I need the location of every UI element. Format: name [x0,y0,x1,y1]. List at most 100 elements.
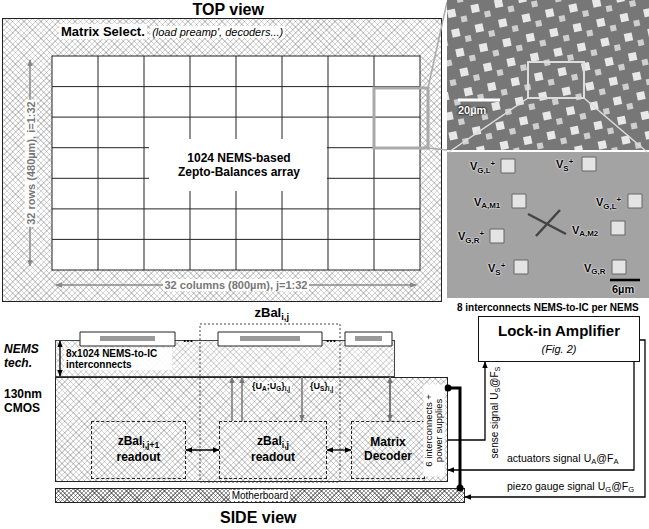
connector [448,362,485,440]
label-text: @F [489,371,500,387]
label-text: V [556,158,563,170]
label-text: Lock-in Amplifier [498,322,620,339]
scale-bar [610,279,640,282]
text-line: readout [116,451,160,465]
label-text: 1024 NEMS-based Zepto-Balances array [178,151,300,179]
readout-block: zBali,jreadout [219,421,327,479]
label-text: S [493,366,502,371]
label-text: readout [251,450,295,464]
label-text: sense signal [489,402,500,458]
text-block: Matrix Decoder [352,422,424,478]
label-text: G [276,385,281,392]
array-frame [52,56,420,270]
label-text: zBal [118,434,143,448]
zoom-line [449,98,647,152]
label-text: S [563,164,568,173]
text-group: 20µm [458,104,486,116]
connector [241,377,243,421]
text-group: VG,R [584,262,605,277]
label-text: 32 columns (800µm), j=1:32 [165,279,308,291]
label-text: zBal [255,305,282,320]
text-group: {UA;UG}i,j [250,382,292,392]
text-line: zBali,j+1 [118,435,160,451]
label-text: ... [183,331,193,345]
label-text: A,M2 [579,229,598,238]
connector [448,362,634,470]
text-group: actuators signalUA@FA [507,453,618,467]
text-group: 8x1024 NEMS-to-IC interconnects [64,348,172,370]
label-text: + [479,229,484,238]
sem-photo [447,152,649,298]
scale-bar [458,99,500,102]
label-text: @F [596,452,613,464]
label-text: 130nm CMOS [4,387,42,415]
label-backing [149,139,327,191]
label-text: V [584,262,591,274]
text-line: zBali,j [257,435,289,451]
label-text: + [491,159,496,168]
label-text: A [262,385,267,392]
nems-chip [80,332,392,346]
decoder-block: Matrix Decoder [351,421,425,479]
motherboard-bar: Motherboard [55,488,465,503]
label-text: U [584,452,592,464]
text-group: VA,M2 [572,224,598,239]
label-text: Motherboard [230,490,291,501]
text-block: 130nm CMOS [4,388,52,416]
label-text: S [320,385,324,392]
label-text: ;U [267,381,277,391]
cable-plug [445,385,452,392]
text-group: VG,R+ [458,230,484,245]
label-text: i,j [282,440,289,450]
label-text: U [489,392,500,399]
text-block: Lock-in Amplifier (Fig. 2) [479,317,639,361]
label-text: Matrix Decoder [364,435,412,463]
label-text: i,j [281,312,289,322]
text-group: 32 rows (480µm), i=1:32 [24,99,36,226]
label-text: V [488,262,495,274]
text-group: ... [326,332,336,345]
connector [301,377,303,421]
text-block: Motherboard [56,489,464,502]
zoom-frame [528,62,584,98]
connector [389,377,391,421]
label-text: 6 interconnects + power supplies [423,394,444,467]
label-text: 6µm [612,283,634,295]
label-text: G [628,485,634,494]
label-text: (load preamp', decoders...) [150,26,285,38]
label-text: 32 rows (480µm), i=1:32 [24,101,36,224]
label-text: V [470,160,477,172]
text-group: VS+ [488,262,505,277]
connector [327,449,351,450]
text-line: (Fig. 2) [542,339,577,356]
text-group: 6µm [612,283,634,295]
label-text: V [572,224,579,236]
label-text: } [324,381,328,391]
label-text: {U [310,381,320,391]
lock-in-amplifier-box: Lock-in Amplifier (Fig. 2) [478,316,640,362]
label-text: A,M1 [481,201,500,210]
text-group: SIDE view [220,509,296,527]
label-text: 8 interconnects NEMS-to-IC per NEMS [457,302,639,313]
label-text: U [598,480,606,492]
label-text: (Fig. 2) [542,343,577,355]
text-group: zBali,j [255,306,290,322]
text-group: 8 interconnects NEMS-to-IC per NEMS [457,302,639,313]
label-text: V [596,196,603,208]
label-text: + [617,195,622,204]
label-text: V [474,196,481,208]
label-text: readout [116,450,160,464]
label-text: + [501,261,506,270]
text-group: VG,L+ [470,160,495,175]
cable-plug [457,485,464,492]
text-group: 32 columns (800µm), j=1:32 [163,279,310,291]
text-group: VS+ [556,158,573,173]
label-text: S [495,268,500,277]
label-text: i,j+1 [142,440,159,450]
text-group: TOP view [193,1,264,19]
text-group: sense signalUS@FS [489,366,502,458]
nems-resonator [100,336,382,341]
label-text: G,R [465,236,479,245]
label-text: V [458,230,465,242]
